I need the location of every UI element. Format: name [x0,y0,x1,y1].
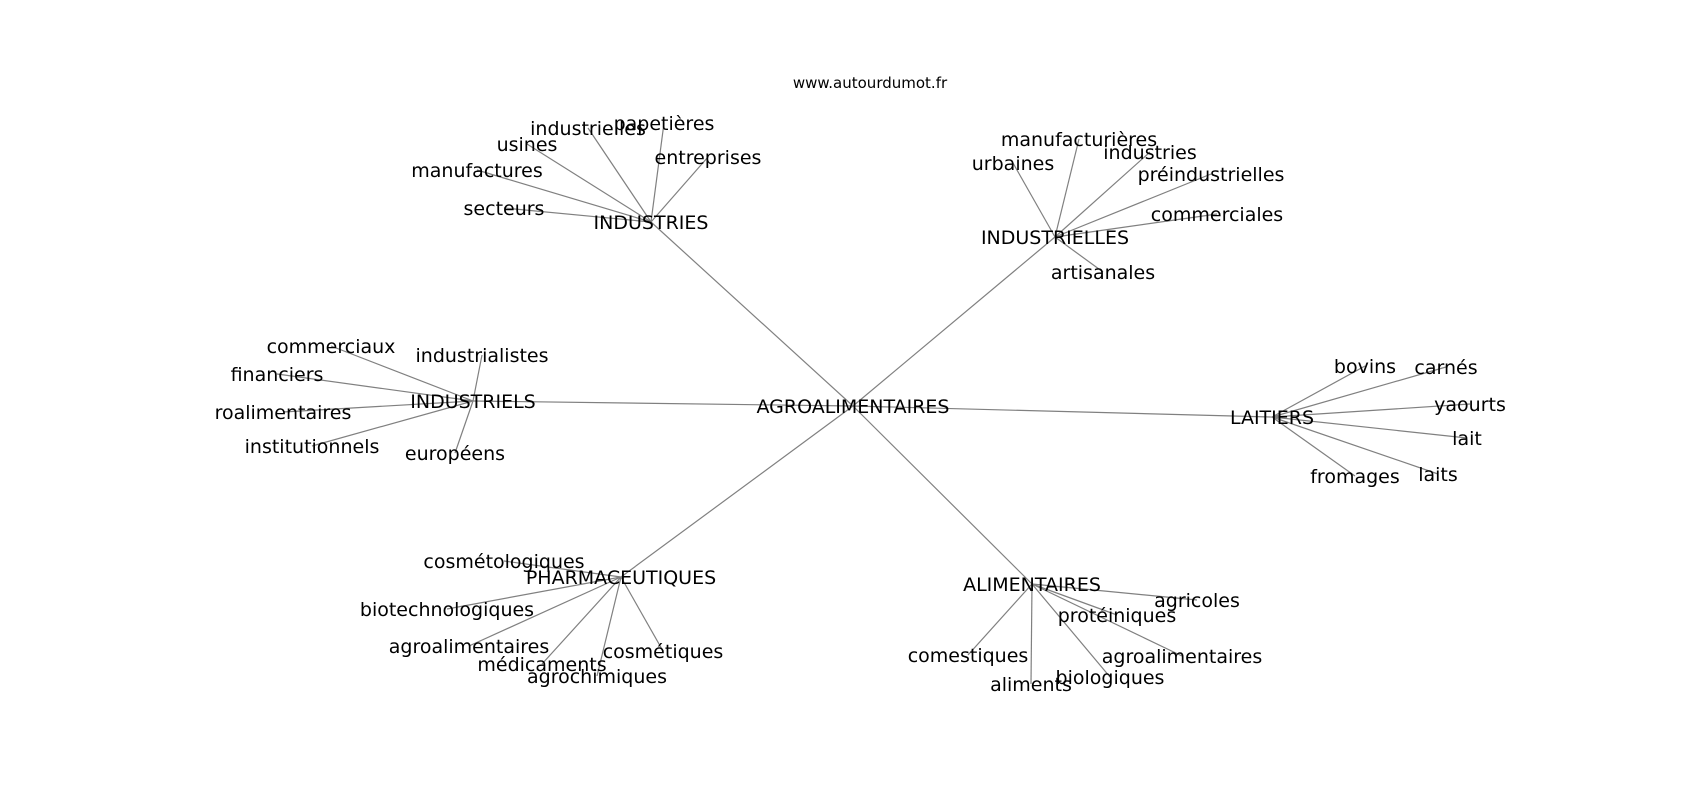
edge-center-pharmaceutiques [620,405,854,578]
leaf-node-industriels-roalimentaires: roalimentaires [215,402,352,424]
edge-industries-entreprises [650,156,709,223]
hub-node-industrielles: INDUSTRIELLES [981,227,1129,249]
edge-alimentaires-agricoles [1031,583,1198,601]
edge-pharmaceutiques-cosmetologiques [503,560,622,578]
leaf-node-alimentaires-agroalimentaires: agroalimentaires [1102,646,1263,668]
edge-pharmaceutiques-cosmetiques [620,576,664,652]
edge-alimentaires-comestiques [967,583,1033,656]
edge-alimentaires-proteiniques [1031,583,1118,616]
leaf-node-industries-secteurs: secteurs [464,198,545,220]
edge-industrielles-preindustrielles [1054,173,1212,238]
edge-center-industries [650,221,854,407]
edge-laitiers-fromages [1271,416,1356,477]
edge-industrielles-urbaines [1012,162,1056,238]
leaf-node-pharmaceutiques-agroalimentaires: agroalimentaires [389,636,550,658]
edge-center-laitiers [852,405,1273,418]
leaf-node-laitiers-carnes: carnés [1414,357,1477,379]
leaf-node-laitiers-lait: lait [1452,428,1482,450]
center-node-label: AGROALIMENTAIRES [756,396,949,418]
hub-node-industries: INDUSTRIES [594,212,709,234]
edge-laitiers-bovins [1271,365,1366,418]
edge-alimentaires-agroalimentaires [1031,583,1183,657]
hub-node-pharmaceutiques: PHARMACEUTIQUES [526,567,716,589]
edge-laitiers-lait [1271,416,1468,439]
leaf-node-industriels-europeens: européens [405,443,505,465]
edge-industrielles-commerciales [1054,213,1218,238]
leaf-node-industriels-commerciaux: commerciaux [267,336,396,358]
edge-industriels-commerciaux [330,345,474,402]
edge-pharmaceutiques-agroalimentaires [468,576,622,647]
hub-node-laitiers: LAITIERS [1230,407,1314,429]
edge-industries-usines [526,143,652,223]
leaf-node-pharmaceutiques-agrochimiques: agrochimiques [527,666,667,688]
edge-industriels-institutionnels [311,400,474,447]
leaf-node-pharmaceutiques-medicaments: médicaments [477,654,606,676]
edge-pharmaceutiques-agrochimiques [596,576,622,677]
leaf-node-industrielles-artisanales: artisanales [1051,262,1155,284]
leaf-node-alimentaires-proteiniques: protéiniques [1058,605,1177,627]
leaf-node-industrielles-preindustrielles: préindustrielles [1138,164,1285,186]
hub-node-alimentaires: ALIMENTAIRES [963,574,1101,596]
hub-node-industriels: INDUSTRIELS [410,391,535,413]
edge-industries-industrielles [587,127,652,223]
edge-pharmaceutiques-biotechnologiques [446,576,622,610]
leaf-node-industries-entreprises: entreprises [655,147,762,169]
graph-labels: AGROALIMENTAIRESINDUSTRIESindustriellesp… [215,113,1506,696]
edge-alimentaires-biologiques [1031,583,1111,678]
watermark-text: www.autourdumot.fr [793,74,948,92]
leaf-node-pharmaceutiques-cosmetiques: cosmétiques [603,641,724,663]
edge-industrielles-manufacturieres [1054,138,1080,238]
edge-center-industriels [472,400,854,407]
leaf-node-industries-papetieres: papetières [614,113,715,135]
leaf-node-industrielles-industries: industries [1103,142,1196,164]
edge-industriels-europeens [454,400,474,454]
edge-laitiers-yaourts [1271,403,1471,418]
edge-industries-papetieres [650,122,665,223]
leaf-node-industrielles-urbaines: urbaines [972,153,1054,175]
leaf-node-laitiers-yaourts: yaourts [1434,394,1506,416]
leaf-node-alimentaires-agricoles: agricoles [1154,590,1240,612]
leaf-node-alimentaires-aliments: aliments [990,674,1072,696]
leaf-node-industriels-financiers: financiers [231,364,324,386]
edge-industriels-roalimentaires [282,400,474,413]
graph-edges [276,122,1471,685]
leaf-node-laitiers-bovins: bovins [1334,356,1396,378]
leaf-node-alimentaires-biologiques: biologiques [1056,667,1165,689]
leaf-node-industriels-institutionnels: institutionnels [245,436,380,458]
edge-industrielles-artisanales [1054,236,1104,273]
edge-pharmaceutiques-medicaments [541,576,622,665]
edge-industries-manufactures [476,169,652,223]
leaf-node-laitiers-laits: laits [1418,464,1458,486]
leaf-node-pharmaceutiques-cosmetologiques: cosmétologiques [423,551,584,573]
edge-alimentaires-aliments [1030,583,1033,685]
leaf-node-laitiers-fromages: fromages [1310,466,1400,488]
leaf-node-industries-manufactures: manufactures [411,160,543,182]
edge-industriels-industrialistes [472,354,483,402]
edge-center-alimentaires [852,405,1033,585]
edge-industries-secteurs [503,207,652,223]
edge-industriels-financiers [276,373,474,402]
leaf-node-industries-industrielles: industrielles [530,118,646,140]
edge-center-industrielles [852,236,1056,407]
leaf-node-industrielles-manufacturieres: manufacturières [1001,129,1157,151]
leaf-node-pharmaceutiques-biotechnologiques: biotechnologiques [360,599,534,621]
edge-laitiers-laits [1271,416,1439,475]
leaf-node-industries-usines: usines [497,134,558,156]
leaf-node-alimentaires-comestiques: comestiques [908,645,1029,667]
edge-laitiers-carnes [1271,366,1447,418]
leaf-node-industrielles-commerciales: commerciales [1151,204,1283,226]
edge-industrielles-industries [1054,151,1151,238]
leaf-node-industriels-industrialistes: industrialistes [416,345,549,367]
